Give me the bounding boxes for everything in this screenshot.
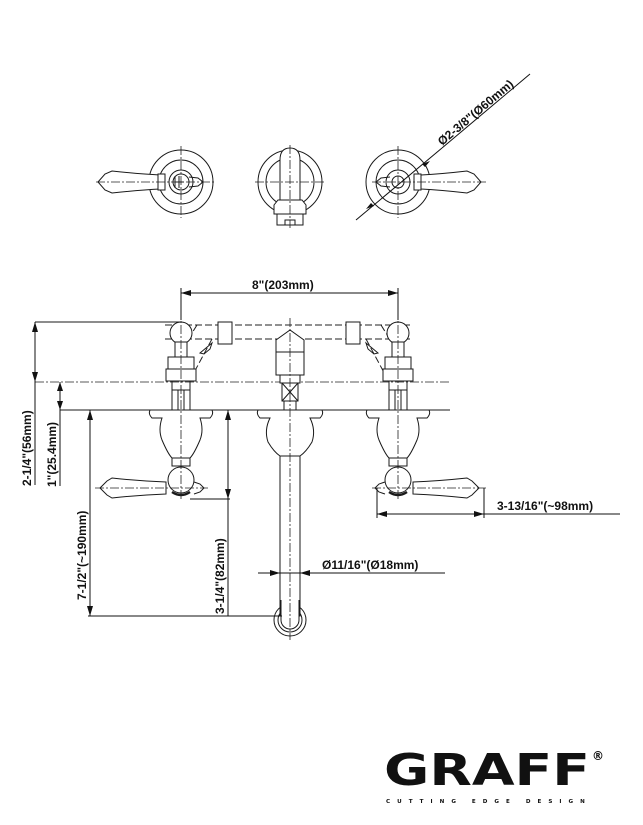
- front-view: 8"(203mm) 2-1/4"(56mm) 1"(25.4mm) 7-1/2"…: [20, 278, 620, 640]
- handle-drop-label: 3-1/4"(82mm): [213, 538, 227, 614]
- brand-tagline: CUTTING EDGE DESIGN: [386, 799, 590, 805]
- handle-length-label: 3-13/16"(~98mm): [497, 499, 593, 513]
- handle-spacing-dimension: 8"(203mm): [180, 278, 399, 320]
- left-handle-top-view: [96, 146, 215, 218]
- spout-top-view: [255, 145, 325, 228]
- spout-reach-dimension: 7-1/2"(~190mm): [75, 410, 282, 617]
- handle-length-dimension: 3-13/16"(~98mm): [376, 488, 620, 518]
- registered-mark: ®: [592, 749, 604, 763]
- rough-in-height-label: 2-1/4"(56mm): [20, 410, 34, 486]
- wall-thickness-dimension: 1"(25.4mm): [45, 382, 63, 487]
- spout-reach-label: 7-1/2"(~190mm): [75, 511, 89, 600]
- flange-diameter-label: Ø2-3/8"(Ø60mm): [435, 77, 516, 148]
- spout-front-view: [256, 318, 324, 640]
- spout-diameter-dimension: Ø11/16"(Ø18mm): [258, 558, 445, 576]
- handle-drop-dimension: 3-1/4"(82mm): [190, 410, 231, 616]
- rough-in-height-dimension: 2-1/4"(56mm): [20, 322, 38, 486]
- brand-name: GRAFF: [384, 745, 590, 796]
- left-valve: [95, 310, 214, 500]
- right-handle-top-view: [365, 146, 486, 218]
- brand-logo: GRAFF ® CUTTING EDGE DESIGN: [384, 745, 604, 805]
- top-view: Ø2-3/8"(Ø60mm): [96, 73, 531, 228]
- wall-thickness-label: 1"(25.4mm): [45, 422, 59, 487]
- right-valve: [365, 310, 486, 500]
- spout-diameter-label: Ø11/16"(Ø18mm): [322, 558, 418, 572]
- handle-spacing-label: 8"(203mm): [252, 278, 314, 292]
- flange-diameter-dimension: Ø2-3/8"(Ø60mm): [355, 73, 531, 221]
